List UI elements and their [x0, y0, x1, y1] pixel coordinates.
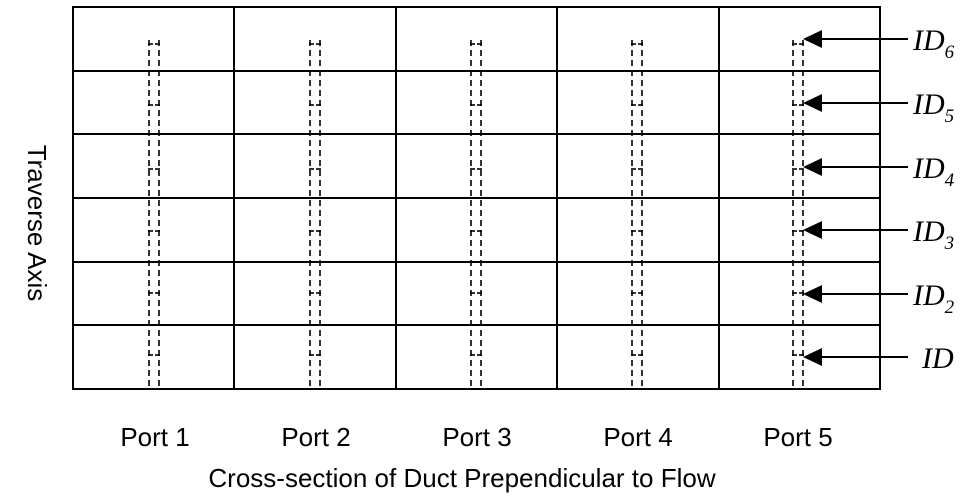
id-marker-row-2: ID5 [803, 88, 954, 127]
port-label: Port 4 [603, 422, 672, 452]
id-marker-row-5: ID2 [803, 279, 955, 318]
id-marker-row-6: ID [803, 342, 954, 375]
id-label: ID4 [912, 152, 955, 191]
id-label: ID [921, 342, 954, 375]
port-label: Port 2 [281, 422, 350, 452]
port-label: Port 3 [442, 422, 511, 452]
id-label: ID2 [912, 279, 955, 318]
id-label: ID3 [912, 215, 954, 254]
probe-columns [148, 40, 804, 386]
port-label: Port 5 [763, 422, 832, 452]
traverse-point-markers: ID6 ID5 ID4 ID3 [803, 24, 955, 375]
id-label: ID5 [912, 88, 954, 127]
duct-grid [72, 6, 881, 390]
id-marker-row-1: ID6 [803, 24, 955, 63]
arrow-head [803, 30, 822, 48]
id-label: ID6 [912, 24, 955, 63]
arrow-head [803, 94, 822, 112]
arrow-head [803, 348, 822, 366]
port-label: Port 1 [120, 422, 189, 452]
arrow-head [803, 285, 822, 303]
arrow-head [803, 221, 822, 239]
id-marker-row-4: ID3 [803, 215, 954, 254]
arrow-head [803, 158, 822, 176]
id-marker-row-3: ID4 [803, 152, 955, 191]
traverse-axis-label: Traverse Axis [22, 145, 52, 302]
cross-section-label: Cross-section of Duct Prependicular to F… [208, 463, 715, 493]
port-labels: Port 1 Port 2 Port 3 Port 4 Port 5 [120, 422, 832, 452]
